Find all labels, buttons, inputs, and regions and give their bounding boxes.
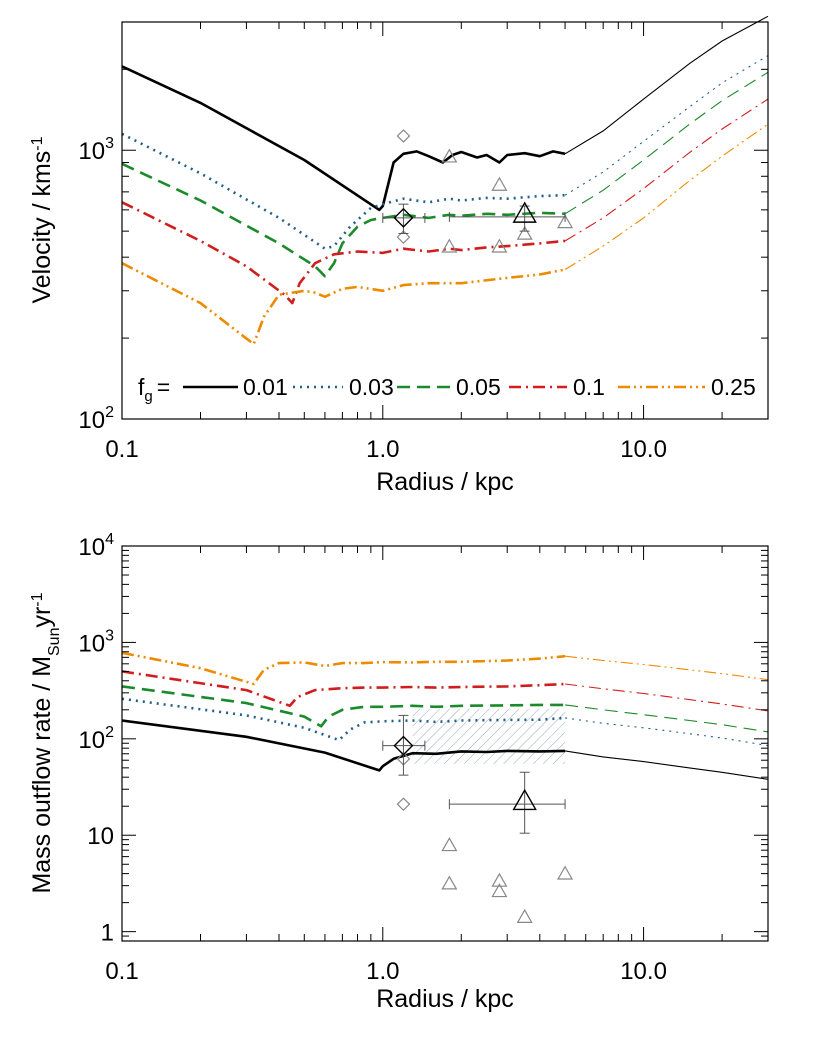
velocity-big-diamond-marker [393, 207, 414, 228]
velocity-series-extension-4 [564, 123, 769, 270]
mass-outflow-series-line-2 [121, 685, 566, 728]
mass-outflow-series-line-0 [121, 719, 566, 772]
legend-label-4: 0.25 [711, 374, 756, 400]
mass-outflow-triangle-marker-3 [491, 883, 508, 898]
mass-outflow-y-tick-label: 103 [78, 627, 114, 657]
mass-outflow-triangle-marker-4 [516, 908, 533, 923]
velocity-triangle-marker-3 [491, 238, 508, 253]
mass-outflow-series-extension-1 [565, 717, 769, 747]
mass-outflow-hatched-band [412, 708, 566, 764]
velocity-series-line-3 [121, 201, 566, 305]
velocity-series-extension-1 [564, 55, 769, 196]
velocity-big-triangle-marker [512, 201, 537, 223]
mass-outflow-big-diamond-marker [393, 735, 414, 756]
velocity-series-extension-3 [564, 98, 769, 242]
velocity-y-axis-title: Velocity / kms-1 [28, 136, 56, 303]
mass-outflow-x-tick-label: 0.1 [105, 958, 138, 985]
mass-outflow-x-axis-title: Radius / kpc [376, 985, 514, 1013]
velocity-triangle-marker-5 [557, 214, 574, 229]
velocity-series-extension-0 [564, 15, 769, 155]
velocity-series-line-4 [121, 262, 566, 346]
mass-outflow-y-axis-title: Mass outflow rate / MSunyr-1 [28, 592, 63, 893]
mass-outflow-x-tick-label: 10.0 [620, 958, 667, 985]
velocity-legend: fg= 0.01 0.03 0.05 0.1 0.25 [138, 374, 756, 405]
legend-label-0: 0.01 [243, 374, 288, 400]
mass-outflow-y-tick-label: 104 [78, 531, 114, 561]
velocity-x-axis-title: Radius / kpc [376, 468, 514, 496]
velocity-y-tick-label: 103 [78, 135, 114, 165]
mass-outflow-triangle-marker-0 [441, 837, 458, 852]
velocity-x-tick-label: 10.0 [620, 436, 667, 463]
velocity-series-line-0 [121, 65, 566, 212]
velocity-triangle-marker-2 [441, 238, 458, 253]
legend-label-1: 0.03 [349, 374, 394, 400]
legend-prefix: fg= [138, 374, 170, 405]
velocity-diamond-marker-0 [396, 129, 411, 143]
mass-outflow-x-tick-label: 1.0 [366, 958, 399, 985]
velocity-series-line-1 [121, 132, 566, 250]
velocity-triangle-marker-0 [441, 148, 458, 163]
legend-label-3: 0.1 [573, 374, 605, 400]
mass-outflow-panel: 0.1 1.0 10.0 1 10 102 103 104 Radius / kpc Mass… [28, 531, 769, 1013]
mass-outflow-triangle-marker-5 [557, 865, 574, 880]
mass-outflow-y-tick-label: 10 [87, 823, 114, 850]
mass-outflow-series-extension-3 [565, 683, 769, 712]
mass-outflow-series-line-3 [121, 670, 566, 708]
velocity-series-line-2 [121, 162, 566, 278]
mass-outflow-series-extension-0 [565, 750, 769, 780]
legend-label-2: 0.05 [456, 374, 501, 400]
velocity-series-extension-2 [564, 71, 769, 215]
velocity-y-tick-label: 102 [78, 404, 114, 434]
velocity-triangle-marker-1 [491, 176, 508, 191]
mass-outflow-big-triangle-marker [512, 788, 537, 811]
velocity-triangle-marker-4 [516, 225, 533, 240]
mass-outflow-y-tick-label: 1 [101, 920, 114, 947]
mass-outflow-diamond-marker-1 [396, 797, 411, 812]
mass-outflow-series-extension-4 [565, 655, 769, 681]
mass-outflow-series-extension-2 [565, 704, 769, 733]
mass-outflow-triangle-marker-2 [491, 872, 508, 887]
velocity-x-tick-label: 1.0 [366, 436, 399, 463]
velocity-panel: 0.1 1.0 10.0 102 103 Radius / kpc Velocity /… [28, 15, 769, 496]
velocity-plot-frame [121, 21, 769, 420]
mass-outflow-triangle-marker-1 [441, 875, 458, 890]
velocity-x-tick-label: 0.1 [105, 436, 138, 463]
mass-outflow-series-line-4 [121, 651, 566, 686]
velocity-diamond-marker-1 [396, 230, 411, 244]
mass-outflow-y-tick-label: 102 [78, 724, 114, 754]
